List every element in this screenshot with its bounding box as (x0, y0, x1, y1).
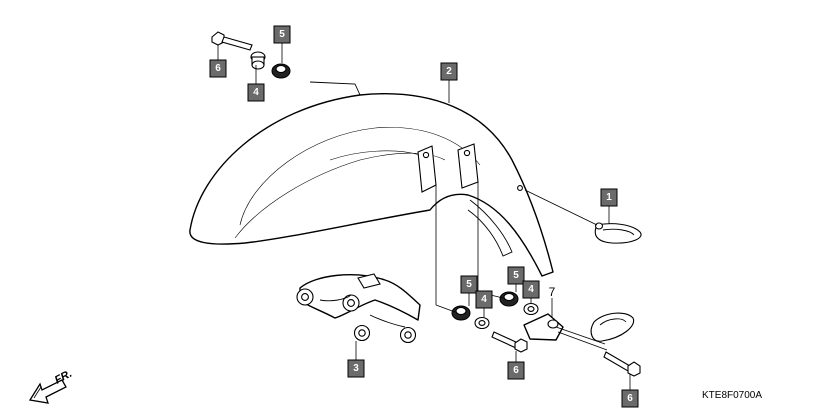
svg-text:5: 5 (279, 29, 285, 40)
callout-1: 1 (600, 188, 618, 207)
brace-leg-lower-left (353, 324, 371, 342)
bolt-6-mid (491, 331, 528, 353)
front-direction-label: FR. (53, 368, 74, 387)
svg-text:4: 4 (481, 294, 487, 305)
grommet-5-mid-a (451, 305, 471, 321)
leader-lines (217, 42, 631, 390)
diagram-code: KTE8F0700A (702, 390, 762, 401)
svg-text:3: 3 (353, 363, 359, 374)
collar-4-top (250, 51, 266, 70)
callout-5-mid-a: 5 (460, 275, 478, 294)
collar-4-mid-b (523, 302, 539, 316)
hose-bracket-7 (523, 312, 635, 351)
svg-text:4: 4 (528, 284, 534, 295)
svg-text:6: 6 (513, 365, 519, 376)
brace-leg-left (296, 288, 314, 306)
callout-5-mid-b: 5 (507, 266, 525, 285)
fork-brace-3 (296, 273, 421, 344)
svg-text:5: 5 (466, 279, 472, 290)
svg-text:6: 6 (627, 393, 633, 404)
callout-3: 3 (347, 359, 365, 378)
collar-4-mid-a (474, 316, 490, 330)
callout-4-mid-a: 4 (475, 290, 493, 309)
callout-4-mid-b: 4 (522, 280, 540, 299)
bolt-6-right (603, 351, 641, 377)
grommet-5-top (271, 63, 291, 79)
bolt-6-top (211, 31, 253, 51)
callout-5-top: 5 (273, 25, 291, 44)
fender-clip-1 (594, 222, 642, 244)
callout-2: 2 (440, 62, 458, 81)
brace-leg-mid (342, 294, 360, 312)
svg-text:5: 5 (513, 270, 519, 281)
brace-leg-lower-right (399, 326, 417, 344)
label-7: 7 (549, 285, 556, 299)
callout-6-mid: 6 (507, 361, 525, 380)
svg-text:2: 2 (446, 66, 452, 77)
callout-4-top: 4 (247, 83, 265, 102)
front-fender (189, 81, 554, 277)
svg-text:6: 6 (215, 63, 221, 74)
callout-6-top: 6 (209, 59, 227, 78)
grommet-5-mid-b (499, 291, 519, 307)
callout-6-right: 6 (621, 389, 639, 408)
svg-text:4: 4 (253, 87, 259, 98)
svg-text:1: 1 (606, 192, 612, 203)
front-direction-arrow-icon (28, 379, 67, 404)
